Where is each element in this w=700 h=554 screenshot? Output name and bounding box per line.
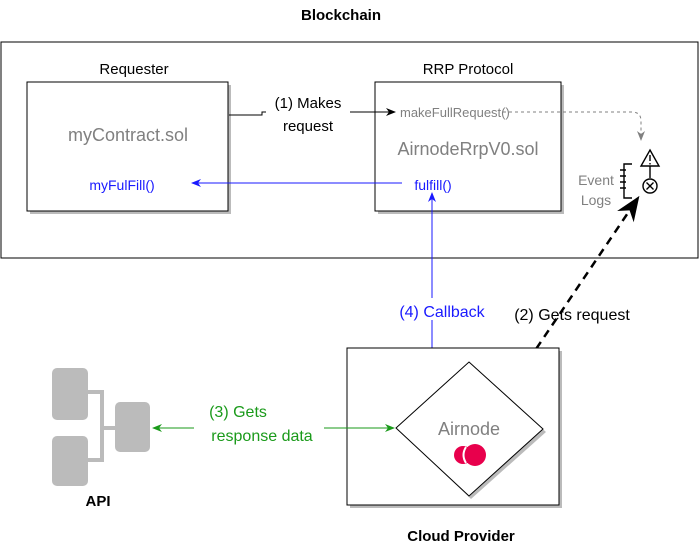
gets-request-arrow [503, 195, 640, 396]
event-logs-label: Event [578, 172, 614, 188]
airnode-label: Airnode [438, 419, 500, 439]
step4-label: (4) Callback [399, 304, 485, 321]
airnode-node [395, 361, 544, 497]
event-logs-label-2: Logs [581, 192, 611, 208]
cloud-provider-title: Cloud Provider [407, 528, 515, 545]
step3-label: (3) Gets [209, 404, 267, 421]
airnoderrp-label: AirnodeRrpV0.sol [397, 139, 538, 159]
rrp-box [374, 81, 562, 212]
event-log-icon [620, 148, 661, 199]
api-title: API [85, 493, 110, 510]
makefullrequest-method: makeFullRequest() [400, 105, 510, 120]
fulfill-method: fulfill() [414, 177, 451, 193]
step2-label: (2) Gets request [514, 307, 630, 324]
step3-label-2: response data [211, 428, 313, 445]
step1-label: (1) Makes [275, 95, 342, 112]
step1-label-2: request [283, 118, 334, 135]
requester-label: Requester [99, 61, 168, 78]
mycontract-label: myContract.sol [68, 125, 188, 145]
requester-box [26, 81, 229, 212]
airnode-logo-icon [454, 444, 486, 466]
api-icon [52, 368, 150, 486]
rrp-label: RRP Protocol [423, 61, 514, 78]
myfulfill-method: myFulFill() [89, 177, 154, 193]
blockchain-title: Blockchain [301, 7, 381, 24]
